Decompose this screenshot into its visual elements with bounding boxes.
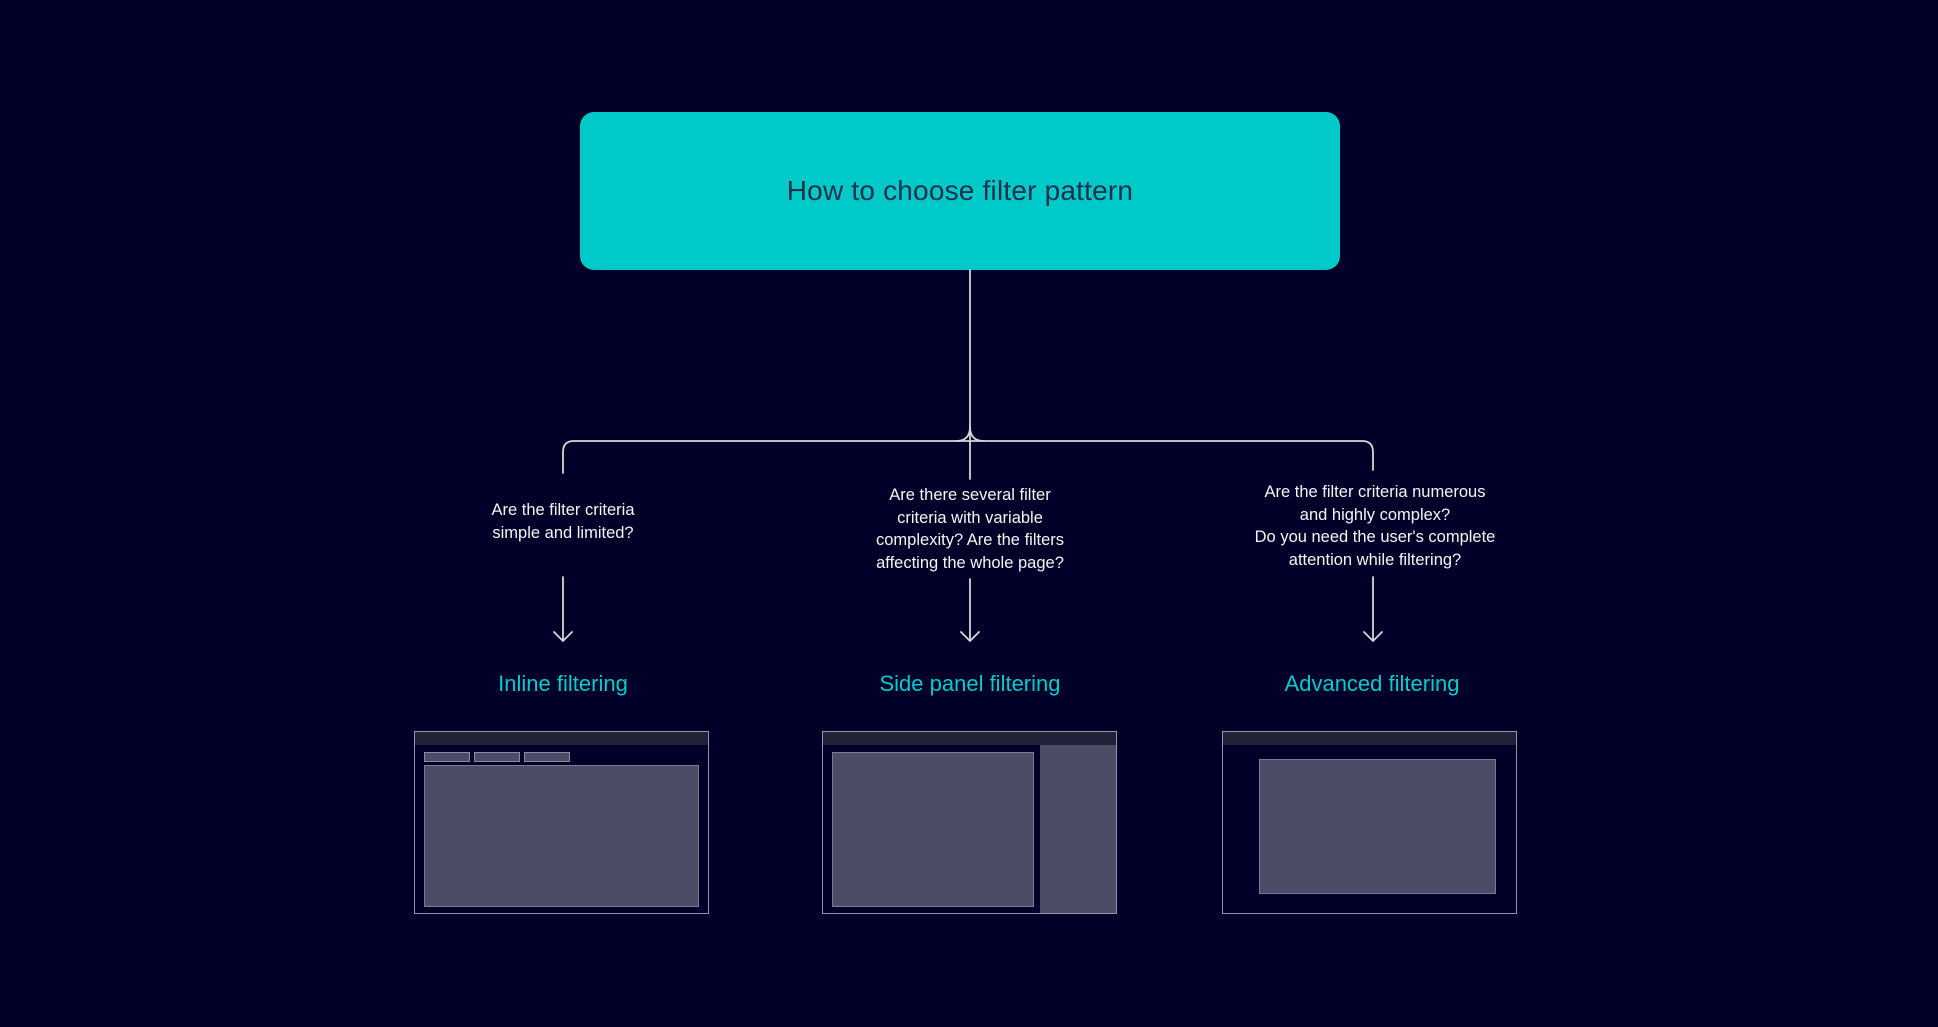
question-advanced-filtering: Are the filter criteria numerous and hig… bbox=[1254, 483, 1496, 569]
junction-fillet-left bbox=[955, 426, 971, 442]
wireframe-header-band bbox=[823, 732, 1116, 745]
outcome-label-inline-filtering: Inline filtering bbox=[498, 671, 628, 696]
wireframe-header-band bbox=[415, 732, 708, 745]
wireframe-content-area bbox=[832, 752, 1034, 907]
wireframe-header-band bbox=[1223, 732, 1516, 745]
arrow-head-inline bbox=[553, 631, 573, 642]
thumbnail-advanced-filtering bbox=[1222, 731, 1517, 914]
root-node: How to choose filter pattern bbox=[580, 112, 1340, 270]
wireframe-filter-chip bbox=[524, 752, 570, 762]
wireframe-filter-chip-row bbox=[424, 752, 570, 762]
question-inline-filtering: Are the filter criteria simple and limit… bbox=[491, 501, 635, 542]
wireframe-side-panel bbox=[1040, 745, 1116, 913]
connector-group bbox=[553, 269, 1383, 642]
wireframe-filter-chip bbox=[424, 752, 470, 762]
branch-split-line bbox=[562, 440, 1374, 474]
thumbnail-inline-filtering bbox=[414, 731, 709, 914]
thumbnail-side-panel-filtering bbox=[822, 731, 1117, 914]
arrow-head-side-panel bbox=[960, 631, 980, 642]
root-node-title: How to choose filter pattern bbox=[786, 175, 1134, 206]
junction-fillet-right bbox=[969, 426, 985, 442]
outcome-label-advanced-filtering: Advanced filtering bbox=[1284, 671, 1460, 696]
wireframe-filter-chip bbox=[474, 752, 520, 762]
question-side-panel-filtering: Are there several filter criteria with v… bbox=[876, 486, 1064, 572]
arrow-head-advanced bbox=[1363, 631, 1383, 642]
wireframe-content-area bbox=[424, 765, 699, 907]
wireframe-modal-dialog bbox=[1259, 759, 1496, 894]
outcome-label-side-panel-filtering: Side panel filtering bbox=[879, 671, 1061, 696]
